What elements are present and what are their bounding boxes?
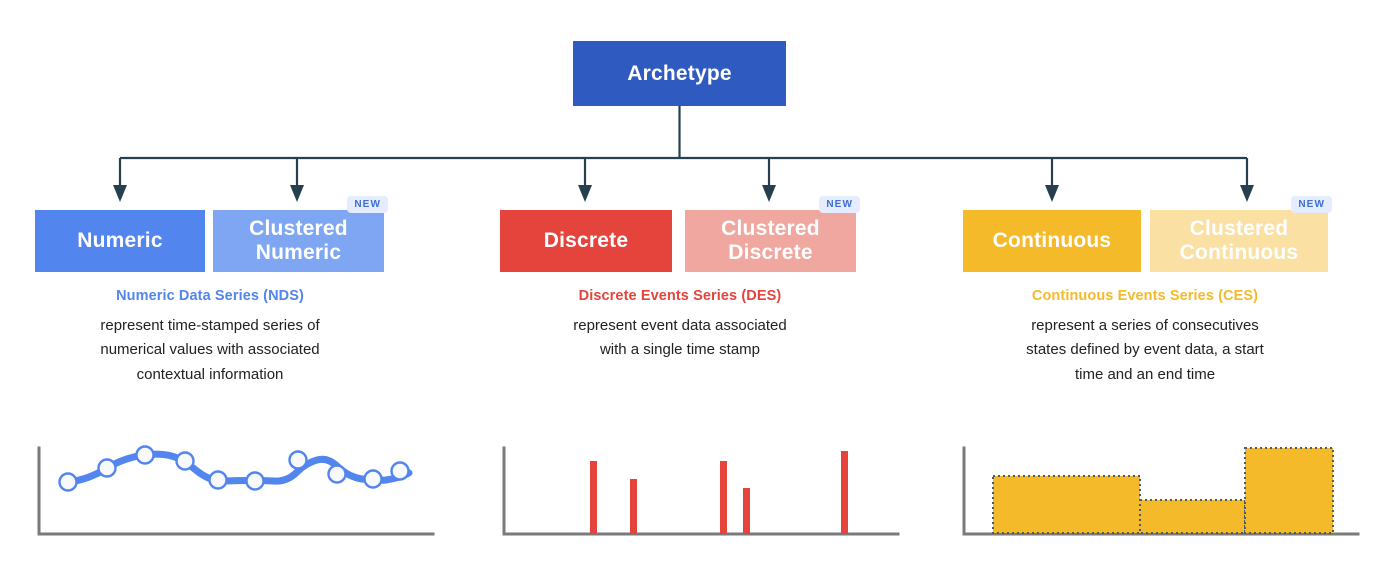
group-description-nds-line-3: contextual information: [136, 365, 284, 383]
new-badge-clustered-numeric: NEW: [347, 196, 388, 213]
data-point: [97, 458, 117, 478]
new-badge-clustered-continuous: NEW: [1291, 196, 1332, 213]
node-clustered-numeric[interactable]: Clustered Numeric NEW: [213, 196, 388, 272]
group-description-ces-line-3: time and an end time: [1074, 365, 1216, 383]
node-clustered-discrete[interactable]: Clustered Discrete NEW: [685, 196, 860, 272]
state-block: [1139, 499, 1246, 534]
group-description-des-line-2: with a single time stamp: [599, 341, 761, 359]
node-clustered-discrete-label: Clustered Discrete: [721, 217, 820, 264]
group-description-nds-line-1: represent time-stamped series of: [100, 317, 320, 334]
node-clustered-continuous[interactable]: Clustered Continuous NEW: [1150, 196, 1332, 272]
event-bar: [720, 461, 727, 534]
node-clustered-continuous-label: Clustered Continuous: [1179, 217, 1299, 264]
group-description-ces: represent a series of consecutives state…: [955, 314, 1335, 387]
group-description-des-line-1: represent event data associated: [573, 317, 787, 334]
data-point: [208, 470, 228, 490]
group-title-des: Discrete Events Series (DES): [578, 288, 782, 304]
node-continuous[interactable]: Continuous: [963, 210, 1141, 272]
group-title-ces: Continuous Events Series (CES): [1031, 288, 1259, 304]
new-badge-clustered-discrete: NEW: [819, 196, 860, 213]
node-discrete[interactable]: Discrete: [500, 210, 672, 272]
state-block: [992, 475, 1141, 534]
event-bar: [630, 479, 637, 534]
chart-ces-state-steps: [962, 446, 1360, 536]
group-description-nds: represent time-stamped series of numeric…: [20, 314, 400, 387]
chart-nds-sparkline: [37, 445, 435, 536]
data-point: [58, 472, 78, 492]
event-bar: [743, 488, 750, 534]
state-block: [1244, 447, 1334, 534]
node-clustered-numeric-label: Clustered Numeric: [249, 217, 348, 264]
data-point: [363, 469, 383, 489]
event-bar: [590, 461, 597, 534]
node-numeric-label: Numeric: [77, 229, 163, 253]
data-point: [390, 461, 410, 481]
group-description-des: represent event data associated with a s…: [490, 314, 870, 363]
node-continuous-label: Continuous: [992, 229, 1112, 253]
group-description-ces-line-2: states defined by event data, a start: [1026, 341, 1264, 359]
data-point: [288, 450, 308, 470]
group-description-nds-line-2: numerical values with associated: [100, 341, 320, 359]
data-point: [175, 451, 195, 471]
group-title-nds: Numeric Data Series (NDS): [116, 288, 304, 304]
data-point: [135, 445, 155, 465]
archetype-root-label: Archetype: [627, 61, 732, 85]
event-bar: [841, 451, 848, 534]
chart-des-event-bars: [502, 446, 900, 536]
data-point: [245, 471, 265, 491]
archetype-root-node[interactable]: Archetype: [573, 41, 786, 106]
connector-lines: [113, 106, 1254, 202]
node-numeric[interactable]: Numeric: [35, 210, 205, 272]
node-discrete-label: Discrete: [543, 229, 629, 253]
data-point: [327, 464, 347, 484]
group-description-ces-line-1: represent a series of consecutives: [1031, 317, 1259, 334]
